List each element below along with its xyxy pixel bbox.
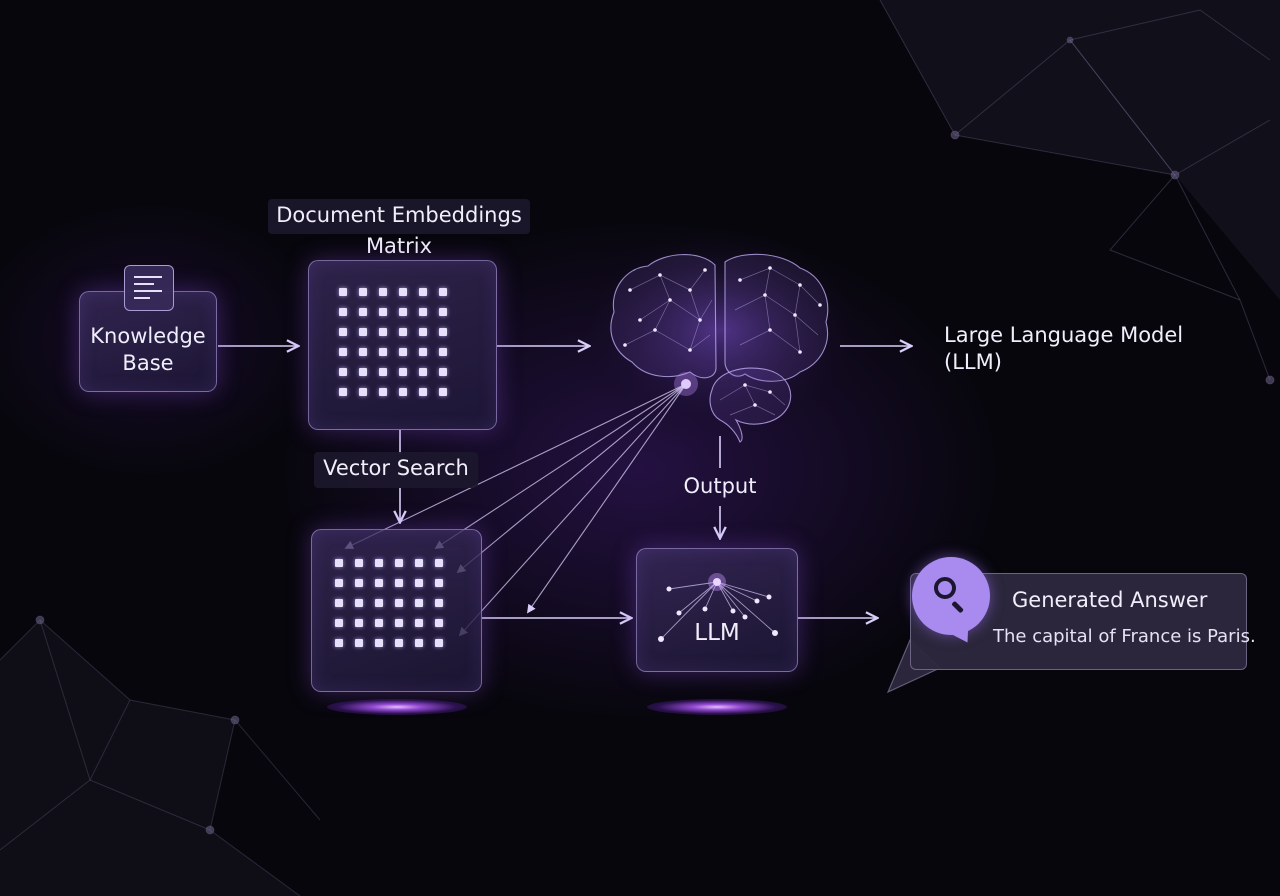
background-network-top-right	[879, 0, 1275, 385]
embeddings-title: Document Embeddings	[268, 199, 530, 234]
search-result-matrix	[311, 529, 482, 692]
llm-brain-label: Large Language Model (LLM)	[944, 323, 1184, 374]
llm-node-glow	[647, 699, 787, 715]
vector-search-label: Vector Search	[314, 452, 478, 488]
knowledge-base-label: Knowledge Base	[90, 324, 206, 375]
search-icon	[912, 557, 990, 635]
answer-text: The capital of France is Paris.	[993, 626, 1256, 647]
answer-title: Generated Answer	[1012, 588, 1208, 612]
output-label: Output	[683, 474, 757, 498]
knowledge-base-node	[79, 291, 217, 392]
llm-network-icon	[658, 573, 778, 642]
background-network-bottom-left	[0, 615, 321, 896]
llm-node-label: LLM	[694, 620, 740, 646]
brain-icon	[610, 253, 829, 443]
embeddings-title-line2: Matrix	[365, 234, 433, 258]
document-icon	[124, 265, 174, 311]
embeddings-matrix-dots	[339, 288, 447, 396]
search-result-dots	[335, 559, 443, 667]
llm-node	[636, 548, 798, 672]
search-result-glow	[327, 699, 467, 715]
